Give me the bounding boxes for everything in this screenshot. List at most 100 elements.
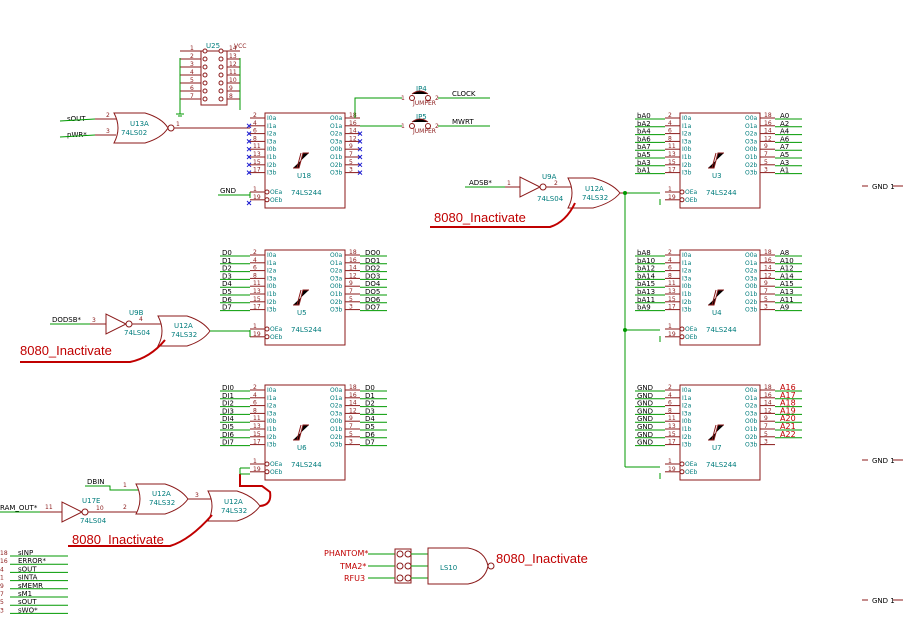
u7-oe-label: OEb [685,469,698,476]
u6-out-pin-label: O3a [330,410,343,417]
u6-oe-label: OEa [270,461,283,468]
bottom-signal-pin-num: 16 [0,558,8,565]
u7-out-pin-label: O2b [745,434,758,441]
u18-ref: U18 [297,172,311,180]
u4-out-net: A12 [780,265,794,273]
bottom-signal-pin-num: 1 [0,575,4,582]
u4-in-pin-num: 2 [668,249,672,256]
u5-out-pin-num: 16 [349,257,357,264]
u5-out-net: DO5 [365,288,380,296]
u6-out-net: D2 [365,400,375,408]
ramout-gate-chain: DBIN 1 RAM_OUT* 11 U17E 74LS04 10 2 U12A… [0,467,272,547]
no-connect-icon [246,170,252,175]
u4-out-pin-num: 18 [764,249,772,256]
inactivate-wire-3 [68,514,213,547]
bottom-signal-pin-num: 5 [0,599,4,606]
u18-body [264,112,346,209]
u9b-ref: U9B [129,309,144,317]
u6-out-net: D4 [365,415,375,423]
u5-in-pin-num: 8 [253,272,257,279]
u18-in-pin-num: 17 [253,167,261,174]
svg-text:1: 1 [123,482,127,489]
u5-out-net: DO1 [365,257,380,265]
u5-oe-num: 1 [253,323,257,330]
u6-out-net: D0 [365,384,375,392]
u13a-bubble [167,124,175,132]
u4-body [679,249,761,346]
right-gnd-3: GND 1 [872,597,895,605]
dbin-net-label: DBIN [87,478,105,486]
pwr-net-label: pWR* [67,131,87,139]
u25-ground-symbol [176,110,184,117]
bottom-signal-label: sM1 [18,590,32,598]
u18-oe-num: 1 [253,186,257,193]
sout-net-label: sOUT [67,115,86,123]
u5-out-net: DO4 [365,280,381,288]
u5-in-pin-label: I2a [267,268,277,275]
no-connect-icon [246,162,252,168]
u3-in-pin-label: I3a [682,138,692,145]
u4-out-pin-num: 7 [764,288,768,295]
u18-oe-bubble [264,197,270,203]
u7-in-pin-label: I0a [682,387,692,394]
u18-out-pin-num: 7 [349,151,353,158]
u18-schmitt-symbol [293,152,309,169]
u18-in-pin-num: 2 [253,112,257,119]
u25-pin-num: 3 [190,61,194,68]
u6-out-pin-num: 9 [349,415,353,422]
u4-oe-num: 19 [668,331,676,338]
u18-out-pin-num: 5 [349,159,353,166]
u4-out-pin-num: 14 [764,265,772,272]
no-connect-icon [246,131,252,136]
u4-in-pin-label: I2a [682,268,692,275]
u5-ref: U5 [297,309,307,317]
u6-oe-label: OEb [270,469,283,476]
u3-out-pin-num: 18 [764,112,772,119]
u6-in-pin-label: I1a [267,395,277,402]
u5-out-pin-num: 14 [349,265,357,272]
u7-out-net: A19 [780,406,796,415]
u25-pin-circle [202,88,208,94]
u6-in-net: DI6 [222,431,234,439]
u5-out-pin-label: O2a [330,268,343,275]
u7-in-pin-num: 2 [668,384,672,391]
u12a-ref-3: U12A [152,490,171,498]
u13a-body [113,112,169,144]
u5-out-net: DO0 [365,249,380,257]
u6-out-pin-label: O3b [330,442,343,449]
adsb-net-label: ADSB* [469,179,492,187]
u5-in-net: D3 [222,272,232,280]
u7-in-net: GND [637,423,653,431]
u5-out-pin-num: 3 [349,304,353,311]
u18-out-pin-label: O3b [330,170,343,177]
u6-in-pin-num: 17 [253,439,261,446]
u7-out-pin-label: O1b [745,426,758,433]
svg-text:10: 10 [96,505,104,512]
svg-text:4: 4 [139,316,143,323]
u7-body [679,384,761,481]
u3-oe-num: 19 [668,194,676,201]
phantom-net-label: PHANTOM* [324,549,368,558]
u7-out-pin-num: 16 [764,392,772,399]
u7-in-pin-num: 11 [668,415,676,422]
u25-pin-circle [202,48,208,54]
u3-in-net: bA0 [637,112,651,120]
u3-out-pin-label: O3b [745,170,758,177]
u7-oe-num: 19 [668,466,676,473]
u18-type: 74LS244 [291,189,322,197]
u6-in-net: DI0 [222,384,234,392]
u7-in-net: GND [637,400,653,408]
bottom-signal-pin-num: 3 [0,607,4,614]
u4-in-pin-num: 15 [668,296,676,303]
no-connect-icon [357,162,363,168]
u5-in-pin-label: I3b [267,307,277,314]
u7-in-pin-label: I3a [682,410,692,417]
u7-in-net: GND [637,415,653,423]
u25-pin-num: 8 [229,93,233,100]
u6-out-net: D5 [365,423,375,431]
u5-out-pin-label: O1a [330,260,343,267]
